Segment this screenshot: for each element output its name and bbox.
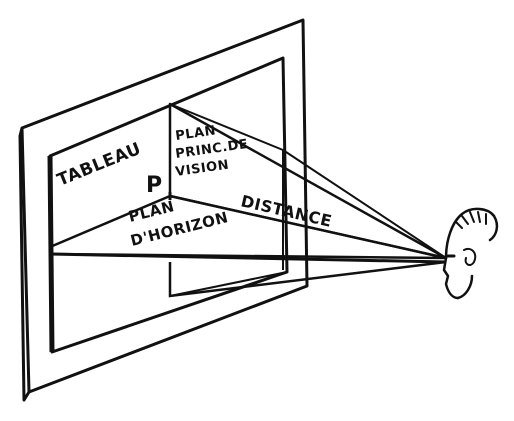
frame-outer-edge xyxy=(20,18,309,394)
horizon-line xyxy=(49,252,447,264)
horizon-plane-outline xyxy=(49,194,448,260)
observer-head xyxy=(442,207,499,300)
head-ear xyxy=(463,248,477,266)
label-plan-line3: VISION xyxy=(174,158,230,180)
label-plan-line1: PLAN xyxy=(174,123,216,144)
lower-ray-back xyxy=(169,271,288,297)
head-face-profile xyxy=(442,256,460,300)
horizon-plane xyxy=(49,194,448,264)
head-hair-strands xyxy=(455,211,487,229)
lower-rays xyxy=(168,260,447,298)
head-forehead xyxy=(444,207,496,260)
label-point-p: P xyxy=(146,173,163,198)
head-jaw xyxy=(456,274,474,300)
head-hair-back xyxy=(488,214,499,242)
frame-thickness xyxy=(18,127,31,402)
